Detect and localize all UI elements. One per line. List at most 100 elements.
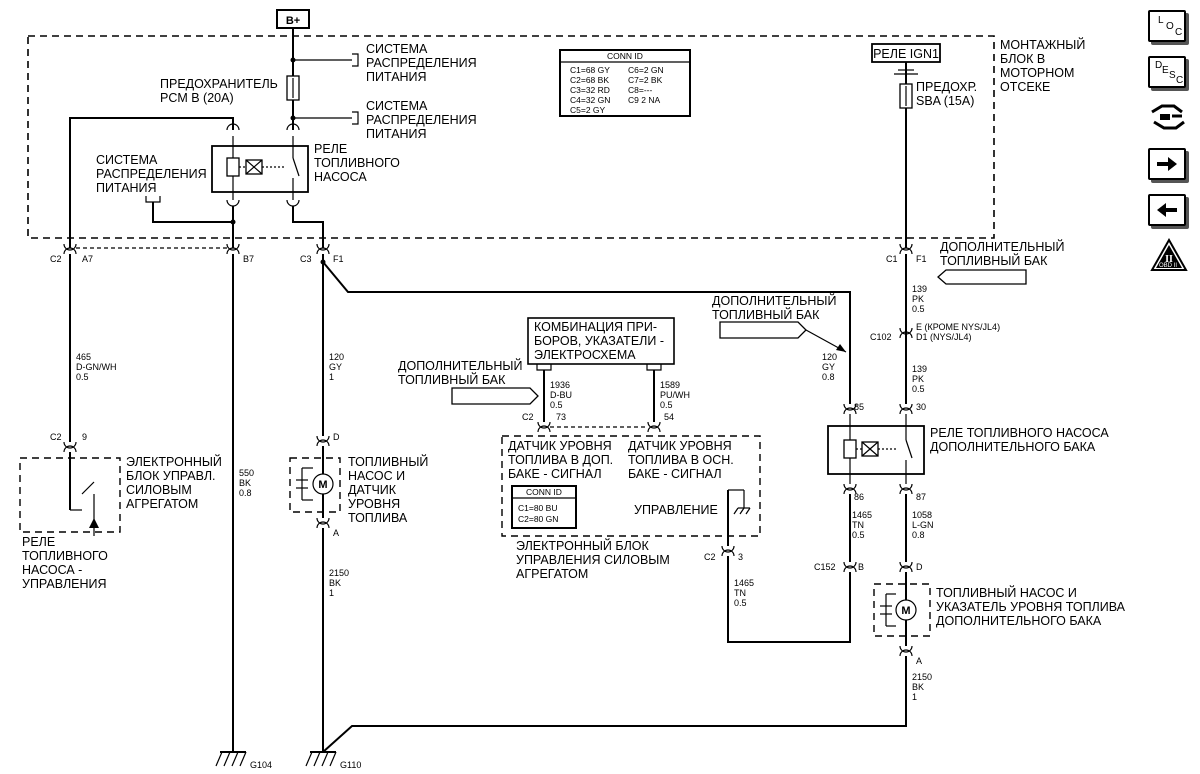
underhood-fuse-block-outline	[27, 35, 995, 239]
pin-85: 85	[854, 402, 864, 412]
svg-text:C4=32 GN: C4=32 GN	[570, 95, 610, 105]
underhood-block-title: МОНТАЖНЫЙ БЛОК В МОТОРНОМ ОТСЕКЕ	[1000, 37, 1089, 94]
pin-c2: C2	[50, 254, 62, 264]
pin-b7: B7	[243, 254, 254, 264]
desc-letter-d: D	[1155, 60, 1163, 71]
aux-fuel-pump-label: ТОПЛИВНЫЙ НАСОС И УКАЗАТЕЛЬ УРОВНЯ ТОПЛИ…	[936, 585, 1129, 628]
pin-b: B	[858, 562, 864, 572]
wire-139-lower-label: 139 PK 0.5	[912, 364, 930, 394]
svg-text:C3=32 RD: C3=32 RD	[570, 85, 610, 95]
svg-text:CONN ID: CONN ID	[526, 487, 562, 497]
pin-f1-right: F1	[916, 254, 927, 264]
description-button[interactable]: D E S C	[1148, 56, 1186, 88]
wire-1058-label: 1058 L-GN 0.8	[912, 510, 936, 540]
main-pump-motor-symbol: M	[318, 479, 327, 491]
svg-text:C2=68 BK: C2=68 BK	[570, 75, 609, 85]
location-button[interactable]: L O C	[1148, 10, 1186, 42]
wire-139-upper-label: 139 PK 0.5	[912, 284, 930, 314]
wire-1936-label: 1936 D-BU 0.5	[550, 380, 575, 410]
loc-letter-o: O	[1166, 21, 1174, 32]
loc-letter-c: C	[1175, 27, 1183, 38]
obd-ii-button[interactable]: II OBD II	[1150, 237, 1188, 274]
aux-pump-motor-symbol: M	[901, 605, 910, 617]
pin-73: 73	[556, 412, 566, 422]
svg-text:C6=2 GN: C6=2 GN	[628, 65, 664, 75]
pin-9: 9	[82, 432, 87, 442]
pin-c2-73: C2	[522, 412, 534, 422]
ground-g104	[215, 751, 247, 767]
fuel-pump-relay-label: РЕЛЕ ТОПЛИВНОГО НАСОСА	[314, 142, 403, 184]
c102-pin-d1: D1 (NYS/JL4)	[916, 332, 972, 342]
ecm-block	[501, 435, 761, 537]
pin-54: 54	[664, 412, 674, 422]
svg-text:C9 2 NA: C9 2 NA	[628, 95, 660, 105]
pin-d-main: D	[333, 432, 340, 442]
connector-icon	[1151, 104, 1185, 130]
obd-ii-icon: II	[1150, 237, 1188, 271]
svg-text:ДОПОЛНИТЕЛЬНЫЙ ТОПЛИВНЫЙ: ДОПОЛНИТЕЛЬНЫЙ ТОПЛИВНЫЙ БАК	[398, 358, 526, 387]
fuse-sba-label: ПРЕДОХР. SBA (15A)	[916, 80, 981, 108]
power-distribution-left: СИСТЕМА РАСПРЕДЕЛЕНИЯ ПИТАНИЯ	[96, 153, 210, 195]
wire-1465-relay-label: 1465 TN 0.5	[852, 510, 875, 540]
ground-g104-label: G104	[250, 760, 272, 770]
aux-tank-reference-3: ДОПОЛНИТЕЛЬНЫЙ ТОПЛИВНЫЙ БАК	[398, 358, 539, 405]
relay-control-label: РЕЛЕ ТОПЛИВНОГО НАСОСА - УПРАВЛЕНИЯ	[22, 535, 111, 591]
desc-letter-e: E	[1162, 65, 1169, 76]
loc-letter-l: L	[1158, 15, 1164, 26]
svg-text:C2=80 GN: C2=80 GN	[518, 514, 558, 524]
control-label: УПРАВЛЕНИЕ	[634, 503, 718, 517]
next-page-button[interactable]	[1148, 148, 1186, 180]
pin-c2-9: C2	[50, 432, 62, 442]
wire-2150-aux-label: 2150 BK 1	[912, 672, 935, 702]
ecm-bottom-label: ЭЛЕКТРОННЫЙ БЛОК УПРАВЛЕНИЯ СИЛОВЫМ АГРЕ…	[516, 538, 673, 581]
pin-f1-left: F1	[333, 254, 344, 264]
c102-pin-e: E (КРОМЕ NYS/JL4)	[916, 322, 1000, 332]
aux-relay-label: РЕЛЕ ТОПЛИВНОГО НАСОСА ДОПОЛНИТЕЛЬНОГО Б…	[930, 426, 1112, 454]
arrow-right-icon	[1157, 157, 1177, 171]
wire-465-label: 465 D-GN/WH 0.5	[76, 352, 119, 382]
wire-120-aux-label: 120 GY 0.8	[822, 352, 840, 382]
pin-a-aux: A	[916, 656, 922, 666]
bplus-label: B+	[286, 15, 300, 27]
c152-label: C152	[814, 562, 836, 572]
svg-text:CONN ID: CONN ID	[607, 51, 643, 61]
aux-tank-reference-1: ДОПОЛНИТЕЛЬНЫЙ ТОПЛИВНЫЙ БАК	[937, 239, 1068, 285]
svg-text:C7=2 BK: C7=2 BK	[628, 75, 663, 85]
main-fuel-pump-label: ТОПЛИВНЫЙ НАСОС И ДАТЧИК УРОВНЯ ТОПЛИВА	[348, 454, 432, 525]
svg-text:C8=---: C8=---	[628, 85, 652, 95]
svg-text:ДОПОЛНИТЕЛЬНЫЙ ТОПЛИВНЫЙ: ДОПОЛНИТЕЛЬНЫЙ ТОПЛИВНЫЙ БАК	[940, 239, 1068, 268]
pin-3: 3	[738, 552, 743, 562]
svg-text:II: II	[1165, 254, 1173, 265]
ground-g110	[305, 751, 337, 767]
power-distribution-top: СИСТЕМА РАСПРЕДЕЛЕНИЯ ПИТАНИЯ	[366, 42, 480, 84]
pin-86: 86	[854, 492, 864, 502]
svg-text:C1=80 BU: C1=80 BU	[518, 503, 557, 513]
wire-120-main-label: 120 GY 1	[329, 352, 347, 382]
sensor-aux-label: ДАТЧИК УРОВНЯ ТОПЛИВА В ДОП. БАКЕ - СИГН…	[508, 439, 617, 481]
svg-text:C5=2 GY: C5=2 GY	[570, 105, 606, 115]
fuse-pcm-b-label: ПРЕДОХРАНИТЕЛЬ PCM B (20A)	[160, 77, 281, 105]
main-fuel-pump	[289, 457, 341, 513]
aux-tank-reference-2: ДОПОЛНИТЕЛЬНЫЙ ТОПЛИВНЫЙ БАК	[712, 293, 847, 353]
aux-fuel-pump	[873, 583, 931, 637]
desc-letter-s: S	[1169, 70, 1176, 81]
arrow-left-icon	[1157, 203, 1177, 217]
pin-a7: A7	[82, 254, 93, 264]
wire-550-label: 550 BK 0.8	[239, 468, 257, 498]
wire-2150-main-label: 2150 BK 1	[329, 568, 352, 598]
pin-a-main: A	[333, 528, 339, 538]
pin-87: 87	[916, 492, 926, 502]
instrument-cluster-box	[527, 317, 675, 365]
svg-text:C1=68 GY: C1=68 GY	[570, 65, 610, 75]
connector-view-button[interactable]	[1148, 100, 1188, 134]
desc-letter-c: C	[1176, 75, 1184, 86]
wire-1589-label: 1589 PU/WH 0.5	[660, 380, 693, 410]
conn-id-table-top: CONN ID C1=68 GY C6=2 GN C2=68 BK C7=2 B…	[559, 49, 691, 117]
sensor-main-label: ДАТЧИК УРОВНЯ ТОПЛИВА В ОСН. БАКЕ - СИГН…	[628, 439, 737, 481]
ground-g110-label: G110	[340, 760, 361, 770]
pin-d-aux: D	[916, 562, 923, 572]
conn-id-table-ecm: CONN ID C1=80 BU C2=80 GN	[511, 485, 577, 529]
previous-page-button[interactable]	[1148, 194, 1186, 226]
pin-30: 30	[916, 402, 926, 412]
